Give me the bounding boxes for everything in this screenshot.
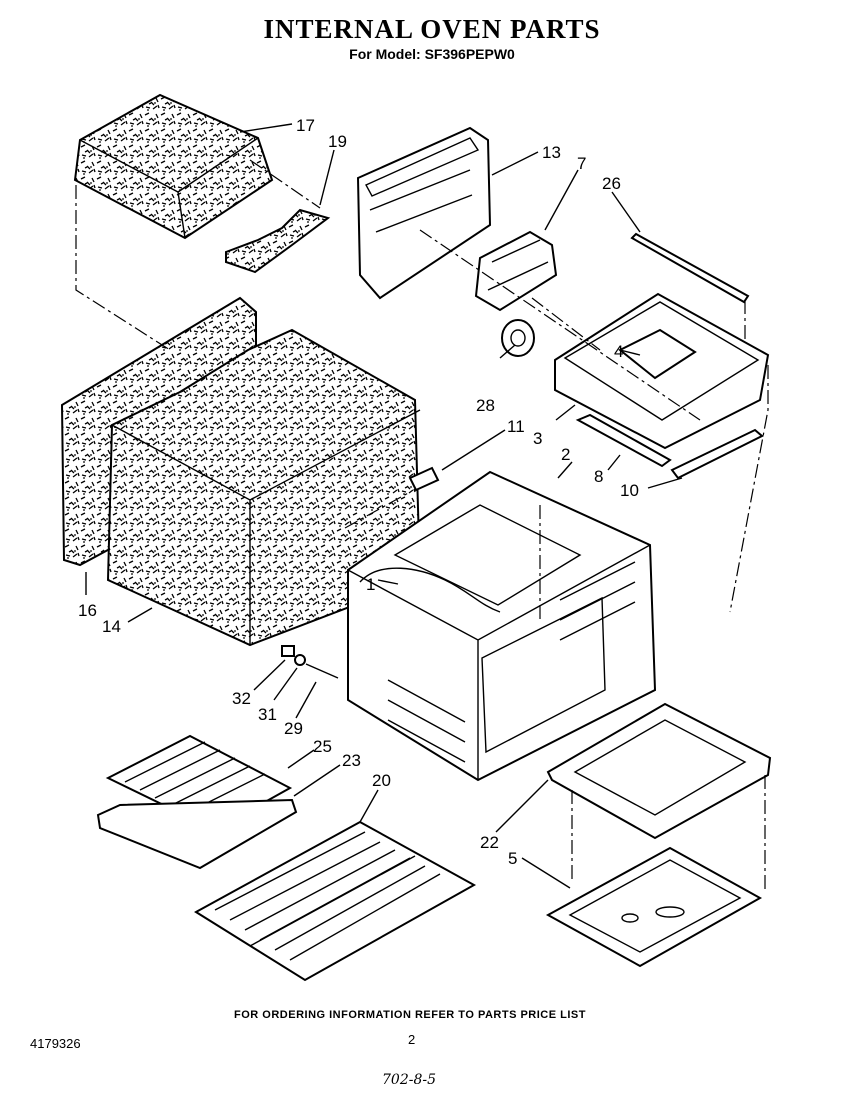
page-title: INTERNAL OVEN PARTS [263,14,601,44]
callout-11: 11 [507,417,525,436]
oven-rack-20 [194,820,477,982]
top-insulation-17 [73,93,274,240]
callout-3: 3 [533,429,542,448]
bottom-liner-22 [546,702,772,840]
small-insulation-19 [225,208,331,274]
callout-19: 19 [328,132,347,151]
document-number: 4179326 [30,1036,81,1051]
clip-11 [408,466,440,492]
hardware-29-31-32 [281,645,339,679]
callout-22: 22 [480,833,499,852]
callout-14: 14 [102,617,121,636]
model-subtitle: For Model: SF396PEPW0 [349,46,515,62]
callout-16: 16 [78,601,97,620]
broil-pan-23 [96,798,298,870]
callout-2: 2 [561,445,570,464]
assembly-lines [75,159,769,890]
part-callouts: 17 19 13 7 26 4 28 3 11 2 8 10 1 16 14 3… [78,116,639,868]
callout-20: 20 [372,771,391,790]
callout-13: 13 [542,143,561,162]
duct-7 [474,230,558,312]
callout-17: 17 [296,116,315,135]
callout-10: 10 [620,481,639,500]
callout-1: 1 [366,575,375,594]
ordering-note: FOR ORDERING INFORMATION REFER TO PARTS … [234,1009,586,1021]
callout-26: 26 [602,174,621,193]
callout-5: 5 [508,849,517,868]
callout-29: 29 [284,719,303,738]
gaskets-8-10 [575,413,764,480]
bake-element-1 [359,567,501,613]
oven-bottom-5 [545,846,763,968]
callout-23: 23 [342,751,361,770]
callout-4: 4 [614,342,623,361]
handwritten-note: 702-8-5 [382,1072,436,1088]
page-number: 2 [408,1032,416,1047]
callout-25: 25 [313,737,332,756]
callout-8: 8 [594,467,603,486]
leader-lines [85,123,683,889]
callout-7: 7 [577,154,586,173]
rear-panel-13 [356,126,492,300]
callout-28: 28 [476,396,495,415]
wrap-insulation-14 [106,328,422,647]
oven-cavity-2 [347,470,657,782]
heater-box-3 [554,292,770,450]
callout-31: 31 [258,705,277,724]
fan-28 [501,319,535,357]
rod-26 [630,232,750,304]
callout-32: 32 [232,689,251,708]
